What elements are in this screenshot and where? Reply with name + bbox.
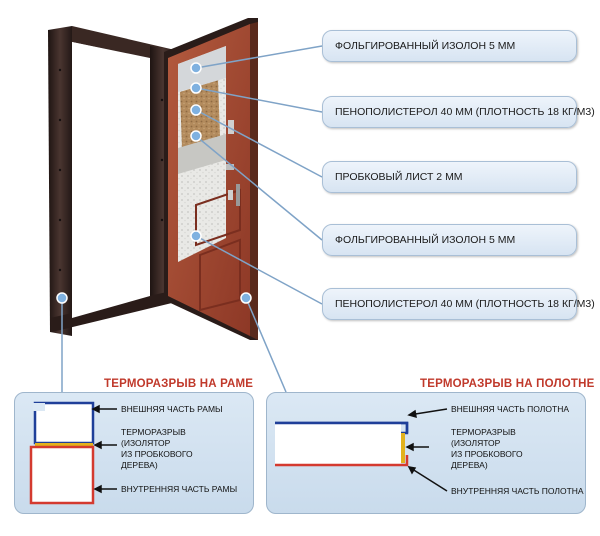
frame-section-title: ТЕРМОРАЗРЫВ НА РАМЕ bbox=[104, 378, 254, 390]
frame-outer-label: ВНЕШНЯЯ ЧАСТЬ РАМЫ bbox=[121, 404, 223, 414]
frame-profile-drawing bbox=[29, 401, 117, 505]
callout-cork-sheet: ПРОБКОВЫЙ ЛИСТ 2 ММ bbox=[322, 161, 577, 193]
marker-dots bbox=[56, 62, 252, 304]
frame-break-line-4: ДЕРЕВА) bbox=[121, 460, 158, 470]
callout-polystyrene-top: ПЕНОПОЛИСТЕРОЛ 40 ММ (ПЛОТНОСТЬ 18 КГ/М3… bbox=[322, 96, 595, 128]
leaf-outer-label: ВНЕШНЯЯ ЧАСТЬ ПОЛОТНА bbox=[451, 404, 569, 414]
door-leaf bbox=[164, 18, 258, 340]
frame-break-line-1: ТЕРМОРАЗРЫВ bbox=[121, 427, 186, 437]
frame-break-line-3: ИЗ ПРОБКОВОГО bbox=[121, 449, 193, 459]
leaf-break-line-1: ТЕРМОРАЗРЫВ bbox=[451, 427, 516, 437]
frame-inner-label: ВНУТРЕННЯЯ ЧАСТЬ РАМЫ bbox=[121, 484, 238, 494]
frame-thermal-break-panel: ВНЕШНЯЯ ЧАСТЬ РАМЫ ТЕРМОРАЗРЫВ (ИЗОЛЯТОР… bbox=[14, 392, 254, 514]
leaf-break-line-2: (ИЗОЛЯТОР bbox=[451, 438, 501, 448]
door-frame bbox=[48, 26, 176, 336]
leaf-break-line-3: ИЗ ПРОБКОВОГО bbox=[451, 449, 523, 459]
callout-foil-isolon-top: ФОЛЬГИРОВАННЫЙ ИЗОЛОН 5 ММ bbox=[322, 30, 577, 62]
frame-break-label: ТЕРМОРАЗРЫВ (ИЗОЛЯТОР ИЗ ПРОБКОВОГО ДЕРЕ… bbox=[121, 427, 193, 471]
leaf-inner-label: ВНУТРЕННЯЯ ЧАСТЬ ПОЛОТНА bbox=[451, 486, 584, 496]
leaf-break-label: ТЕРМОРАЗРЫВ (ИЗОЛЯТОР ИЗ ПРОБКОВОГО ДЕРЕ… bbox=[451, 427, 523, 471]
frame-break-line-2: (ИЗОЛЯТОР bbox=[121, 438, 171, 448]
leaf-section-title: ТЕРМОРАЗРЫВ НА ПОЛОТНЕ bbox=[420, 378, 595, 390]
leaf-break-line-4: ДЕРЕВА) bbox=[451, 460, 488, 470]
callout-polystyrene-bottom: ПЕНОПОЛИСТЕРОЛ 40 ММ (ПЛОТНОСТЬ 18 КГ/М3… bbox=[322, 288, 595, 320]
leader-lines bbox=[61, 45, 323, 393]
callout-foil-isolon-bottom: ФОЛЬГИРОВАННЫЙ ИЗОЛОН 5 ММ bbox=[322, 224, 577, 256]
leaf-profile-drawing bbox=[275, 408, 448, 492]
leaf-thermal-break-panel: ВНЕШНЯЯ ЧАСТЬ ПОЛОТНА ТЕРМОРАЗРЫВ (ИЗОЛЯ… bbox=[266, 392, 586, 514]
